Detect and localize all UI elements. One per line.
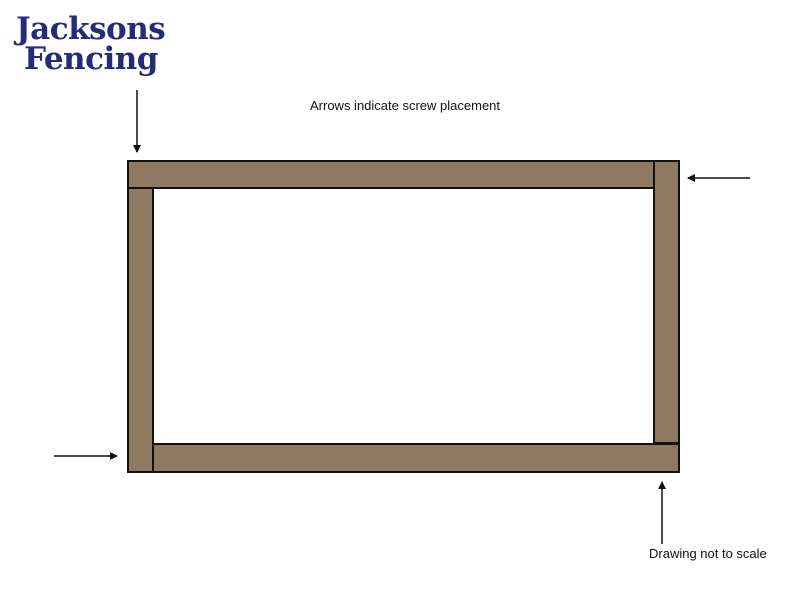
right-board [653,160,680,444]
logo-line-2: Fencing [24,41,158,77]
left-board [127,187,154,473]
top-board [127,160,655,189]
not-to-scale-note: Drawing not to scale [649,546,767,561]
jacksons-fencing-logo: Jacksons Fencing [16,11,166,77]
logo-line-1: Jacksons [16,11,166,47]
screw-placement-caption: Arrows indicate screw placement [310,98,501,113]
bottom-board [152,443,680,473]
